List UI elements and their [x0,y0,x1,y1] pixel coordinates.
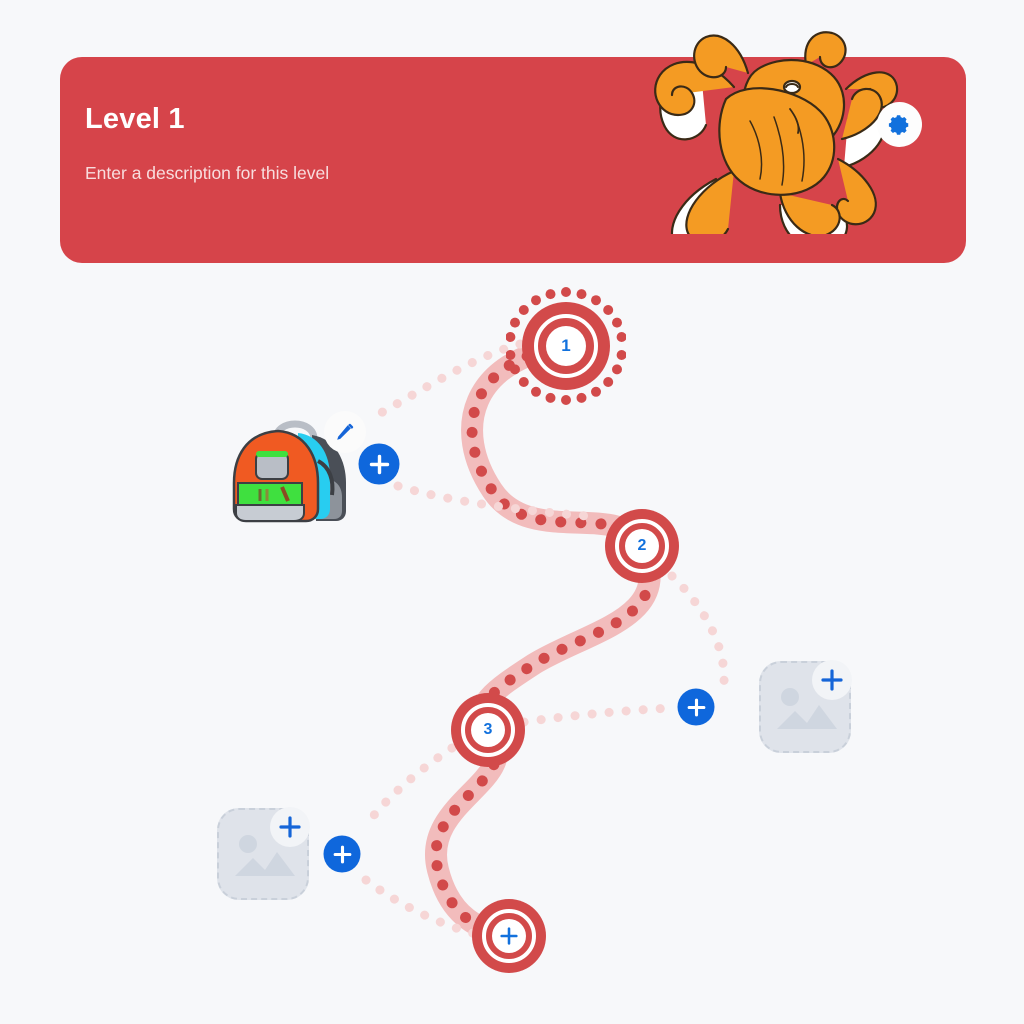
add-node-core [492,919,526,953]
level-description: Enter a description for this level [85,163,330,183]
node-2-ring: 2 [605,509,679,583]
plus-icon [279,816,301,838]
node-2-ring-inner: 2 [615,519,669,573]
main-path-dots [430,340,655,942]
plus-icon [821,669,843,691]
add-image-badge-left[interactable] [270,807,310,847]
branch-path-backpack [363,339,525,425]
image-placeholder-left[interactable] [217,807,310,900]
backpack-illustration[interactable] [220,405,370,535]
add-node-ring-inner [482,909,536,963]
branch-path-left-bottom [361,875,481,939]
node-1-label: 1 [546,326,586,366]
level-node-2[interactable]: 2 [605,509,679,583]
add-level-node[interactable] [472,899,546,973]
node-1-ring: 1 [522,302,610,390]
node-2-label: 2 [625,529,659,563]
add-node-ring [472,899,546,973]
plus-icon [333,845,351,863]
node-3-label: 3 [471,713,505,747]
add-item-right-button[interactable] [677,688,715,726]
level-node-1[interactable]: 1 [506,287,626,405]
octopus-illustration [654,31,899,234]
branch-path-right [519,703,675,727]
settings-button[interactable] [877,102,922,147]
node-1-ring-inner: 1 [534,314,598,378]
add-item-backpack-button[interactable] [358,443,400,485]
node-3-ring-inner: 3 [461,703,515,757]
node-3-ring: 3 [451,693,525,767]
branch-path-left-top [359,743,457,833]
image-icon [235,835,295,876]
add-item-left-button[interactable] [323,835,361,873]
backpack-image [232,420,346,523]
plus-icon [687,698,705,716]
page-title: Level 1 [85,103,185,135]
image-placeholder-right[interactable] [759,660,852,753]
pencil-icon [337,423,354,440]
branch-path-backpack-tail [393,481,591,521]
gear-icon [888,114,908,135]
level-header-card: Level 1 Enter a description for this lev… [60,31,966,263]
plus-icon [500,927,518,945]
image-icon [777,688,837,729]
edit-backpack-button[interactable] [324,411,366,453]
level-node-3[interactable]: 3 [451,693,525,767]
plus-icon [369,454,389,474]
add-image-badge-right[interactable] [812,660,852,700]
branch-path-right-top [667,571,729,699]
